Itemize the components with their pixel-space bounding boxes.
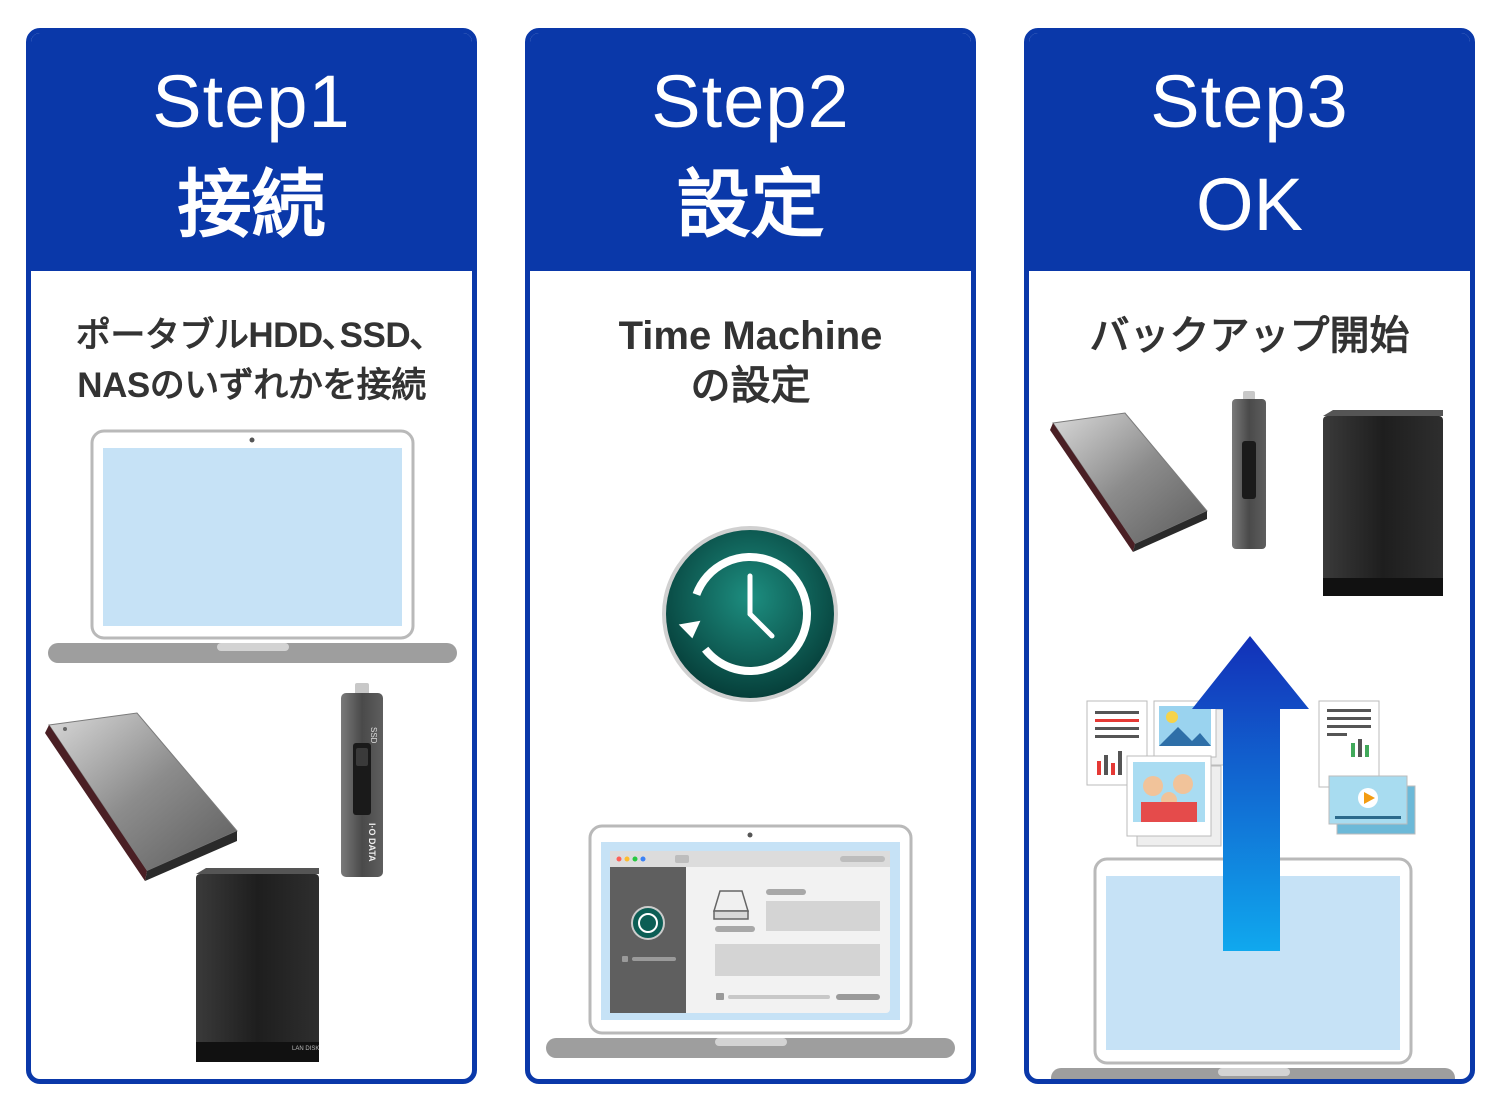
step2-label: Step2 <box>651 60 850 143</box>
step1-header: Step1 接続 <box>31 33 472 271</box>
step3-description: バックアップ開始 <box>1029 311 1470 361</box>
photo-people-icon <box>1126 755 1222 847</box>
step1-description-line1: ポータブルHDD､SSD､ <box>75 316 428 355</box>
step3-title: OK <box>1196 163 1303 246</box>
step3-description-line1: バックアップ開始 <box>1089 314 1410 358</box>
step2-description-line1: Time Machine <box>618 314 883 358</box>
document-icon <box>1318 700 1380 788</box>
time-machine-icon <box>662 526 838 702</box>
nas-icon <box>1323 410 1443 596</box>
laptop-settings-icon <box>546 824 955 1058</box>
step2-description: Time Machine の設定 <box>530 311 971 411</box>
nas-label: LAN DISK <box>292 1046 319 1052</box>
video-icon <box>1328 775 1416 835</box>
ssd-label: SSD <box>369 727 378 744</box>
laptop-icon <box>48 429 457 663</box>
step1-card: Step1 接続 ポータブルHDD､SSD､ NASのいずれかを接続 <box>26 28 477 1084</box>
step3-illustration <box>1050 391 1455 1079</box>
portable-hdd-icon <box>1050 412 1208 552</box>
stick-ssd-icon: SSD I·O DATA <box>341 683 383 877</box>
ssd-brand-label: I·O DATA <box>367 823 377 862</box>
step1-label: Step1 <box>152 60 351 143</box>
photo-landscape-icon <box>1153 700 1225 766</box>
step3-label: Step3 <box>1150 60 1349 143</box>
stick-ssd-icon <box>1232 391 1266 549</box>
step1-title: 接続 <box>177 163 326 246</box>
step3-card: Step3 OK バックアップ開始 <box>1024 28 1475 1084</box>
step1-illustration: SSD I·O DATA LAN DISK <box>45 429 457 1062</box>
nas-icon: LAN DISK <box>196 868 319 1062</box>
step2-title: 設定 <box>676 163 825 246</box>
step1-description-line2: NASのいずれかを接続 <box>77 366 426 405</box>
step3-header: Step3 OK <box>1029 33 1470 271</box>
portable-hdd-icon <box>45 712 238 881</box>
step2-header: Step2 設定 <box>530 33 971 271</box>
upload-arrow-icon <box>1192 636 1309 951</box>
step2-card: Step2 設定 Time Machine の設定 <box>525 28 976 1084</box>
step2-description-line2: の設定 <box>690 364 811 408</box>
step2-illustration <box>546 526 955 1058</box>
step1-description: ポータブルHDD､SSD､ NASのいずれかを接続 <box>31 311 472 411</box>
